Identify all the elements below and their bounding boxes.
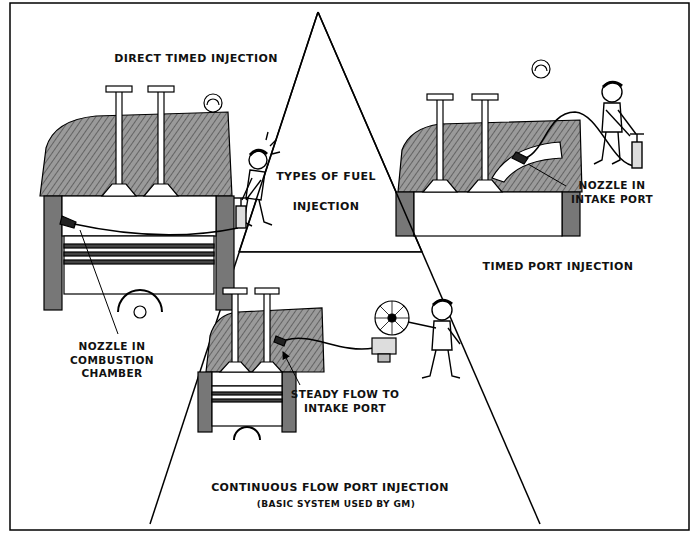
port-engine-part: [468, 180, 502, 192]
boy-figure-part: [448, 350, 460, 378]
boy-figure-part: [612, 132, 620, 164]
port-engine-part: [492, 142, 562, 182]
leader-arrow: [283, 352, 300, 385]
frame-border: [10, 3, 689, 530]
callout-label: NOZZLE IN INTAKE PORT: [566, 179, 658, 206]
direct-engine-part: [102, 184, 136, 196]
boy-figure-part: [422, 350, 436, 378]
boy-figure-part: [630, 133, 644, 134]
direct-engine-part: [204, 94, 222, 112]
leader-line: [528, 164, 566, 186]
callout-label: NOZZLE IN COMBUSTION CHAMBER: [65, 340, 159, 381]
continuous-engine-part: [375, 301, 409, 335]
continuous-engine-part: [378, 354, 390, 362]
continuous-engine-part: [212, 399, 282, 402]
direct-engine-part: [116, 90, 122, 186]
port-engine-part: [532, 60, 550, 78]
continuous-engine-part: [234, 427, 260, 440]
boy-figure-part: [602, 82, 622, 102]
port-engine-part: [512, 152, 528, 164]
port-engine-part: [414, 192, 562, 236]
direct-engine-part: [64, 260, 214, 264]
port-engine-part: [535, 65, 547, 71]
boy-figure: [408, 300, 460, 378]
port-engine-part: [482, 98, 488, 184]
continuous-engine-part: [372, 338, 396, 354]
boy-figure-part: [432, 321, 452, 350]
continuous-engine-part: [274, 336, 286, 346]
continuous-engine: [198, 288, 409, 440]
direct-engine: [40, 86, 238, 318]
section-title: CONTINUOUS FLOW PORT INJECTION: [190, 481, 470, 495]
direct-engine-part: [44, 196, 62, 310]
boy-figure-part: [432, 300, 452, 320]
port-engine-part: [427, 94, 453, 100]
boy-figure-part: [603, 82, 622, 87]
triangle-outline: [238, 12, 424, 252]
continuous-engine-part: [223, 288, 247, 294]
continuous-engine-part: [282, 372, 296, 432]
continuous-engine-part: [286, 338, 374, 349]
continuous-engine-part: [232, 292, 238, 364]
continuous-engine-part: [198, 372, 212, 432]
triangle-title: TYPES OF FUEL INJECTION: [266, 162, 386, 222]
direct-engine-part: [40, 112, 232, 196]
direct-engine-part: [62, 196, 216, 236]
boy-figure-part: [594, 132, 606, 164]
boy-figure-part: [240, 198, 241, 206]
section-title: TIMED PORT INJECTION: [463, 260, 653, 274]
continuous-engine-part: [264, 292, 270, 364]
boy-figure-part: [408, 322, 436, 328]
continuous-engine-part: [252, 362, 282, 372]
boy-figure-part: [448, 328, 460, 344]
continuous-engine-part: [220, 362, 250, 372]
continuous-engine-part: [375, 301, 409, 335]
direct-engine-part: [134, 306, 146, 318]
port-engine-part: [472, 94, 498, 100]
port-engine-part: [423, 180, 457, 192]
port-engine-part: [437, 98, 443, 184]
boy-figure-part: [433, 300, 452, 305]
boy-figure-part: [249, 151, 267, 169]
continuous-engine-part: [212, 386, 282, 426]
boy-figure-part: [636, 134, 637, 142]
boy-figure: [594, 82, 644, 168]
section-subtitle: (BASIC SYSTEM USED BY GM): [236, 499, 436, 511]
direct-engine-part: [148, 86, 174, 92]
leader-line: [80, 230, 118, 334]
continuous-engine-part: [212, 372, 282, 386]
boy-figure-part: [259, 200, 272, 225]
triangle-outline: [239, 12, 422, 252]
boy-figure-part: [250, 150, 267, 155]
direct-engine-part: [60, 216, 76, 228]
boy-figure-part: [242, 178, 252, 200]
continuous-engine-part: [212, 392, 282, 395]
direct-engine-part: [144, 184, 178, 196]
boy-figure-part: [236, 206, 246, 228]
direct-engine-part: [64, 252, 214, 256]
section-title: DIRECT TIMED INJECTION: [96, 52, 296, 66]
direct-engine-part: [207, 99, 219, 105]
port-engine: [396, 60, 636, 236]
continuous-engine-part: [255, 288, 279, 294]
callout-label: STEADY FLOW TO INTAKE PORT: [289, 388, 401, 415]
direct-engine-part: [106, 86, 132, 92]
boy-figure-part: [234, 197, 249, 198]
direct-engine-part: [74, 224, 238, 235]
direct-engine-part: [158, 90, 164, 186]
category-triangle: TYPES OF FUEL INJECTION: [238, 12, 424, 252]
boy-figure-part: [632, 142, 642, 168]
port-engine-part: [398, 120, 582, 192]
direct-engine-part: [64, 236, 214, 294]
boy-figure-part: [618, 110, 636, 134]
